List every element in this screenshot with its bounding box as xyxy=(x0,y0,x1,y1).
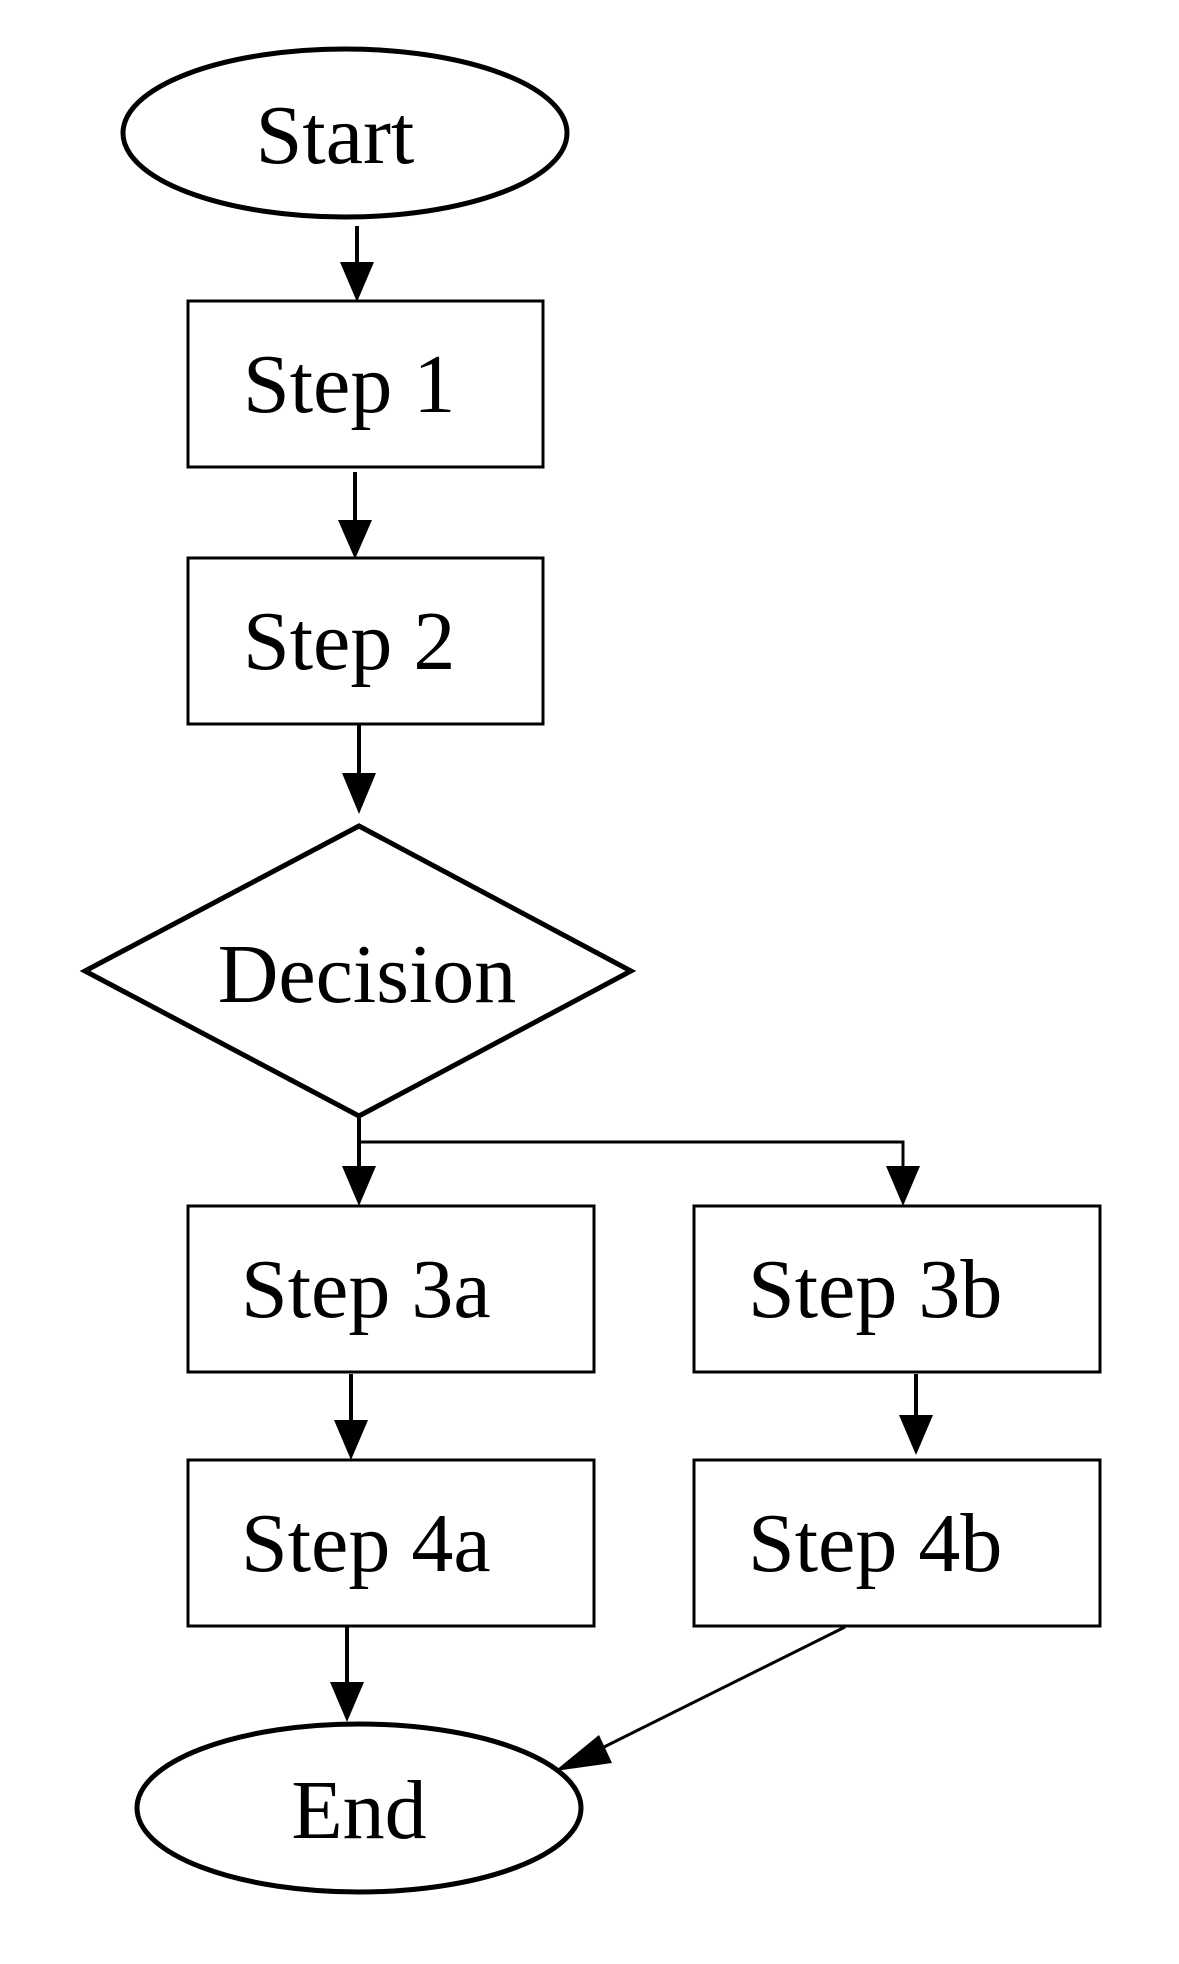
node-end: End xyxy=(134,1721,584,1895)
edge-decision-to-step3a xyxy=(342,1118,376,1206)
node-step1: Step 1 xyxy=(186,299,545,469)
edges xyxy=(330,226,933,1771)
edge-start-to-step1 xyxy=(340,226,374,302)
node-step4a: Step 4a xyxy=(186,1458,596,1628)
edge-step2-to-decision xyxy=(342,724,376,814)
node-start: Start xyxy=(120,46,570,220)
node-step3a-label: Step 3a xyxy=(241,1243,491,1336)
node-decision-label: Decision xyxy=(218,928,517,1021)
node-step3b: Step 3b xyxy=(692,1204,1102,1374)
node-step1-label: Step 1 xyxy=(243,338,455,431)
node-step3a: Step 3a xyxy=(186,1204,596,1374)
node-step2-label: Step 2 xyxy=(243,595,455,688)
edge-step4a-to-end xyxy=(330,1626,364,1722)
edge-step3b-to-step4b xyxy=(899,1374,933,1455)
node-step4a-label: Step 4a xyxy=(241,1497,491,1590)
node-start-label: Start xyxy=(256,89,415,182)
node-decision: Decision xyxy=(79,823,637,1119)
node-step3b-label: Step 3b xyxy=(748,1243,1002,1336)
nodes: Start Step 1 Step 2 Decision Step 3a Ste… xyxy=(79,46,1102,1895)
edge-step1-to-step2 xyxy=(338,472,372,559)
node-step4b-label: Step 4b xyxy=(748,1497,1002,1590)
edge-step4b-to-end xyxy=(555,1625,846,1771)
edge-step3a-to-step4a xyxy=(334,1374,368,1460)
node-end-label: End xyxy=(291,1764,426,1857)
edge-decision-to-step3b xyxy=(359,1140,920,1206)
node-step4b: Step 4b xyxy=(692,1458,1102,1628)
node-step2: Step 2 xyxy=(186,556,545,726)
